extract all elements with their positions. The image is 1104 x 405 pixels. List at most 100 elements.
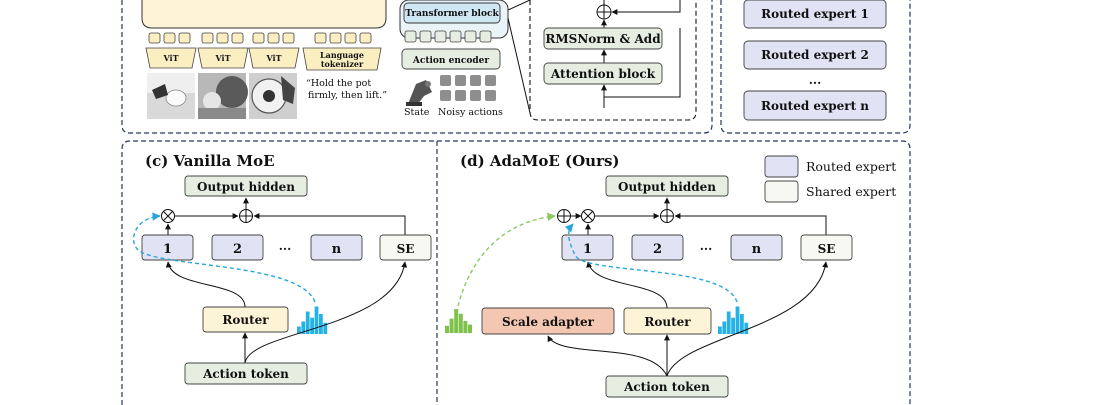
vlm-backbone-block bbox=[141, 0, 387, 29]
svg-text:SE: SE bbox=[818, 242, 836, 256]
panel-d-multiply-icon bbox=[581, 209, 595, 223]
svg-text:2: 2 bbox=[233, 242, 242, 257]
panel-d-scale-histogram-bar bbox=[468, 324, 472, 333]
svg-text:Output hidden: Output hidden bbox=[197, 180, 295, 194]
svg-text:1: 1 bbox=[163, 242, 172, 257]
svg-text:n: n bbox=[332, 242, 342, 257]
panel-d-router-histogram-bar bbox=[744, 322, 749, 334]
panel-c-multiply-icon bbox=[161, 209, 175, 223]
panel-c-output-hidden: Output hidden bbox=[184, 175, 308, 197]
panel-d-scale-add-icon bbox=[557, 209, 571, 223]
svg-text:Routed expert: Routed expert bbox=[806, 159, 896, 174]
transformer-block: Transformer block bbox=[399, 0, 509, 39]
rmsnorm-add-block: RMSNorm & Add bbox=[543, 27, 663, 50]
panel-d-expert-2: 2 bbox=[631, 234, 684, 261]
vit-encoder-3: ViT bbox=[248, 47, 300, 69]
panel-d-scale-histogram-bar bbox=[454, 309, 459, 333]
svg-text:ViT: ViT bbox=[265, 53, 281, 63]
panel-d-scale-histogram-bar bbox=[463, 321, 468, 333]
svg-text:1: 1 bbox=[583, 242, 592, 257]
vit-encoder-1: ViT bbox=[145, 47, 197, 69]
panel-d-title: (d) AdaMoE (Ours) bbox=[460, 152, 620, 170]
noisy-actions-grid bbox=[440, 75, 496, 101]
panel-c-ellipsis: ... bbox=[279, 239, 292, 253]
routed-expert-2: Routed expert 2 bbox=[743, 40, 887, 70]
routed-expert-n: Routed expert n bbox=[743, 90, 887, 121]
panel-c-histogram-bar bbox=[323, 322, 328, 334]
action-encoder: Action encoder bbox=[401, 48, 501, 70]
attention-block: Attention block bbox=[543, 62, 663, 85]
svg-text:SE: SE bbox=[397, 242, 415, 256]
panel-c-histogram-bar bbox=[305, 311, 310, 334]
panel-c-shared-expert: SE bbox=[379, 234, 432, 261]
panel-c-action-token: Action token bbox=[184, 362, 308, 385]
panel-d-expert-1: 1 bbox=[561, 234, 614, 261]
adamoe-panel: (d) AdaMoE (Ours) Routed expert Shared e… bbox=[437, 140, 911, 405]
panel-d-expert-n: n bbox=[730, 234, 783, 261]
panel-d-ellipsis: ... bbox=[700, 239, 713, 253]
panel-d-router-histogram bbox=[718, 306, 749, 334]
panel-d-scale-histogram-bar bbox=[458, 313, 463, 333]
panel-d-action-token: Action token bbox=[605, 375, 729, 398]
camera-image-3 bbox=[249, 73, 297, 119]
svg-text:2: 2 bbox=[653, 242, 662, 257]
panel-d-router-histogram-bar bbox=[718, 326, 722, 334]
svg-text:Scale adapter: Scale adapter bbox=[502, 315, 595, 329]
legend: Routed expert Shared expert bbox=[764, 155, 896, 203]
routed-expert-1: Routed expert 1 bbox=[743, 0, 887, 29]
panel-d-output-hidden: Output hidden bbox=[605, 175, 729, 197]
panel-c-router-histogram bbox=[297, 306, 328, 334]
panel-c-histogram-bar bbox=[301, 321, 306, 334]
svg-text:Action token: Action token bbox=[202, 367, 289, 381]
svg-text:Routed expert 1: Routed expert 1 bbox=[761, 7, 869, 21]
svg-text:Attention block: Attention block bbox=[550, 67, 656, 81]
routed-experts-panel: Routed expert 1 Routed expert 2 ... Rout… bbox=[720, 0, 911, 134]
panel-c-histogram-bar bbox=[314, 306, 319, 334]
svg-text:Shared expert: Shared expert bbox=[806, 184, 896, 199]
panel-d-router-histogram-bar bbox=[726, 311, 731, 334]
panel-d-scale-histogram-bar bbox=[449, 318, 454, 333]
svg-text:Router: Router bbox=[644, 315, 691, 329]
svg-text:Router: Router bbox=[222, 313, 269, 327]
camera-image-1 bbox=[147, 73, 195, 119]
svg-text:RMSNorm & Add: RMSNorm & Add bbox=[545, 32, 661, 46]
camera-image-2 bbox=[198, 73, 248, 119]
residual-add-icon bbox=[596, 4, 612, 20]
instruction-line-1: “Hold the pot bbox=[306, 78, 371, 89]
panel-c-histogram-bar bbox=[319, 314, 323, 334]
legend-shared-expert: Shared expert bbox=[764, 180, 896, 203]
panel-d-scale-adapter: Scale adapter bbox=[481, 307, 615, 335]
panel-c-expert-1: 1 bbox=[141, 234, 194, 261]
svg-text:ViT: ViT bbox=[214, 53, 230, 63]
panel-d-scale-histogram-bar bbox=[445, 325, 449, 333]
routed-expert-ellipsis: ... bbox=[809, 73, 822, 87]
panel-d-router: Router bbox=[623, 307, 712, 335]
panel-d-scale-histogram bbox=[445, 309, 472, 333]
vanilla-moe-panel: (c) Vanilla MoE Output hidden 1 2 bbox=[121, 140, 438, 405]
vit-encoder-2: ViT bbox=[197, 47, 249, 69]
svg-text:Output hidden: Output hidden bbox=[618, 180, 716, 194]
panel-c-title: (c) Vanilla MoE bbox=[145, 152, 275, 170]
transformer-zoom-panel: RMSNorm & Add Attention block bbox=[529, 0, 697, 121]
panel-d-router-histogram-bar bbox=[735, 306, 740, 334]
panel-d-router-histogram-bar bbox=[731, 317, 735, 334]
svg-text:Action token: Action token bbox=[623, 380, 710, 394]
panel-d-router-histogram-bar bbox=[740, 314, 744, 334]
noisy-actions-label: Noisy actions bbox=[438, 107, 503, 118]
state-label: State bbox=[404, 107, 430, 118]
panel-c-add-icon bbox=[239, 209, 253, 223]
vision-language-tokens bbox=[148, 32, 372, 44]
panel-c-router: Router bbox=[202, 306, 289, 333]
action-tokens bbox=[404, 30, 492, 43]
panel-d-shared-expert: SE bbox=[800, 234, 853, 261]
svg-text:ViT: ViT bbox=[162, 53, 178, 63]
instruction-line-2: firmly, then lift.” bbox=[308, 90, 387, 101]
robot-arm-icon bbox=[406, 80, 432, 106]
panel-d-add-icon bbox=[660, 209, 674, 223]
svg-text:n: n bbox=[752, 242, 762, 257]
panel-c-expert-2: 2 bbox=[211, 234, 264, 261]
svg-text:Action encoder: Action encoder bbox=[412, 56, 489, 66]
